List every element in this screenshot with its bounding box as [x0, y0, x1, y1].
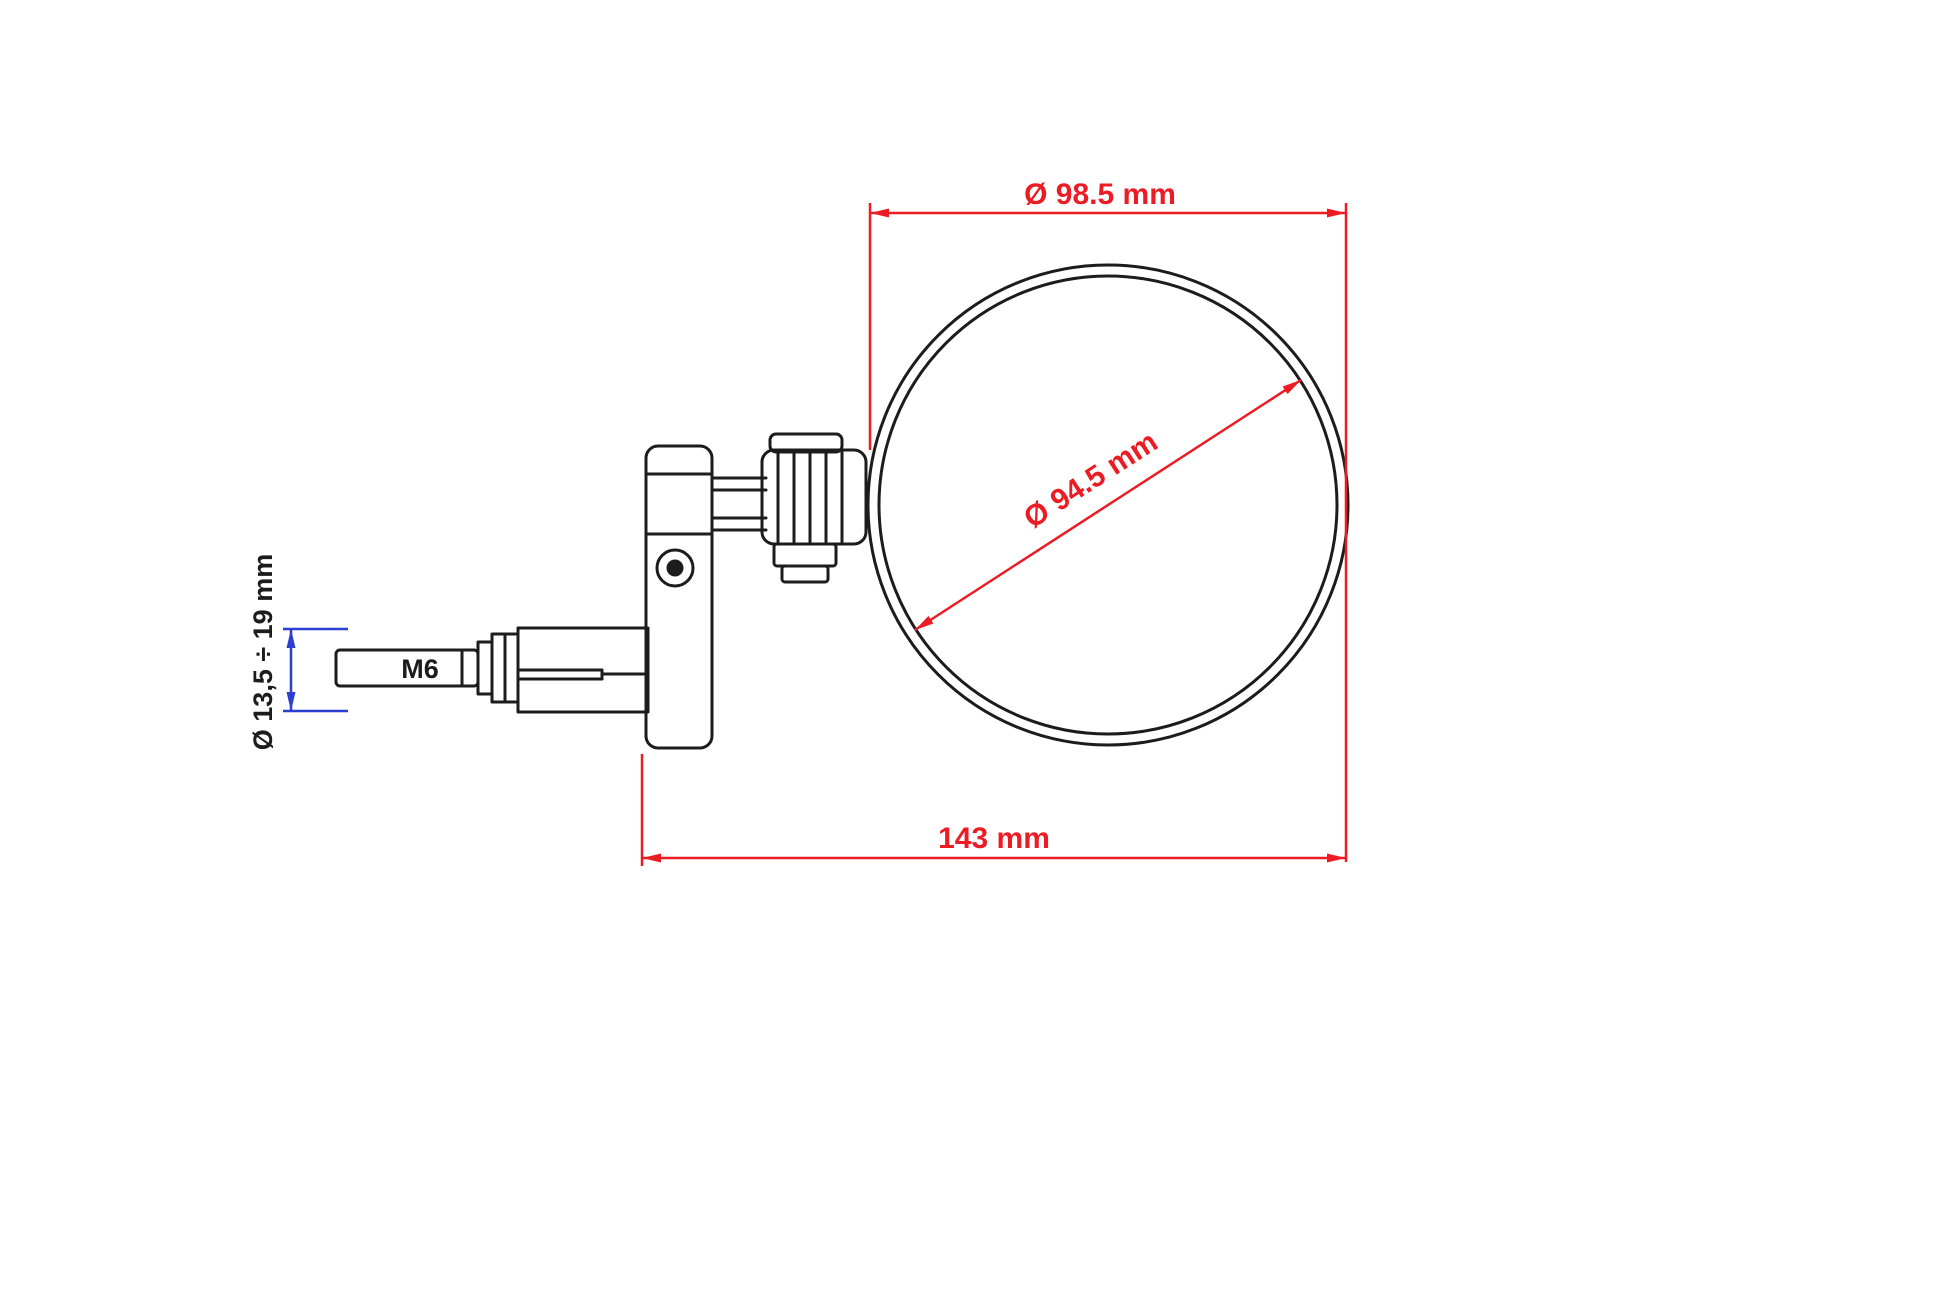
bolt-washer-small [476, 640, 494, 696]
mirror-inner-circle [877, 274, 1339, 736]
label-glass-diameter: Ø 94.5 mm [1018, 425, 1163, 535]
label-clamp-range: Ø 13,5 ÷ 19 mm [248, 554, 278, 750]
hinge-top-cap [768, 432, 844, 454]
label-bolt-thread: M6 [401, 654, 439, 684]
part-outline-group [334, 263, 1350, 750]
mirror-outer-circle [866, 263, 1350, 747]
dim-line-glass-diameter [914, 378, 1302, 632]
hinge-nut-washer [780, 564, 830, 584]
clamp-body [644, 444, 714, 750]
blue-dimension-group [283, 627, 348, 713]
adjuster-bolt-socket [666, 559, 684, 577]
hinge-nut [772, 542, 838, 568]
adjuster-bolt-outer [655, 548, 695, 588]
red-dimension-group [640, 203, 1348, 866]
black-label-group: M6 Ø 13,5 ÷ 19 mm [248, 554, 439, 750]
label-overall-length: 143 mm [938, 822, 1050, 855]
label-outer-diameter: Ø 98.5 mm [1024, 178, 1176, 211]
